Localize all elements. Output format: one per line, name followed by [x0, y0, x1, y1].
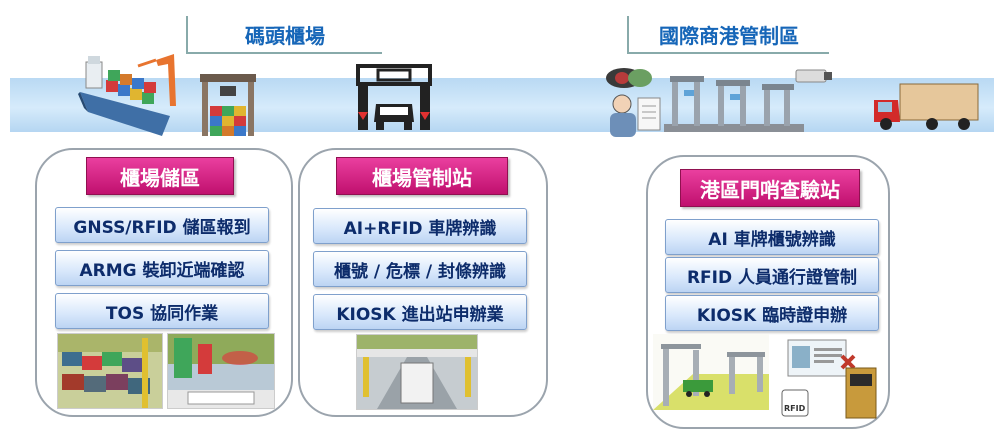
item-ai-plate-container: AI 車牌櫃號辨識 [665, 219, 879, 255]
panel-title-yard-storage: 櫃場儲區 [86, 157, 234, 195]
panel-title-control-station: 櫃場管制站 [336, 157, 508, 195]
item-armg: ARMG 裝卸近端確認 [55, 250, 269, 286]
header-terminal-yard: 碼頭櫃場 [186, 16, 382, 54]
panel-title-gate-inspection: 港區門哨查驗站 [680, 169, 860, 207]
item-container-seal-recognition: 櫃號 / 危標 / 封條辨識 [313, 251, 527, 287]
item-tos: TOS 協同作業 [55, 293, 269, 329]
yard-photo-crane [57, 333, 163, 409]
gate-truck-icon [356, 64, 432, 130]
yard-crane-icon [200, 74, 256, 136]
camera-icon [795, 69, 832, 83]
container-ship-icon [78, 54, 176, 136]
item-gnss-rfid: GNSS/RFID 儲區報到 [55, 207, 269, 243]
camera-icon [606, 68, 652, 88]
rfid-tag-label: RFID [784, 404, 806, 413]
item-rfid-pass-control: RFID 人員通行證管制 [665, 257, 879, 293]
yard-photo-vehicle [167, 333, 275, 409]
item-kiosk-temp-pass: KIOSK 臨時證申辦 [665, 295, 879, 331]
inspector-icon [610, 94, 661, 137]
item-kiosk-entry: KIOSK 進出站申辦業 [313, 294, 527, 330]
truck-icon [874, 83, 979, 130]
header-port-control-zone: 國際商港管制區 [627, 16, 829, 54]
gate-portal-scene [653, 334, 769, 410]
kiosk-id-scene: RFID [780, 338, 878, 420]
item-ai-rfid-plate: AI+RFID 車牌辨識 [313, 208, 527, 244]
control-station-photo [356, 334, 478, 410]
portal-icon [664, 76, 804, 132]
